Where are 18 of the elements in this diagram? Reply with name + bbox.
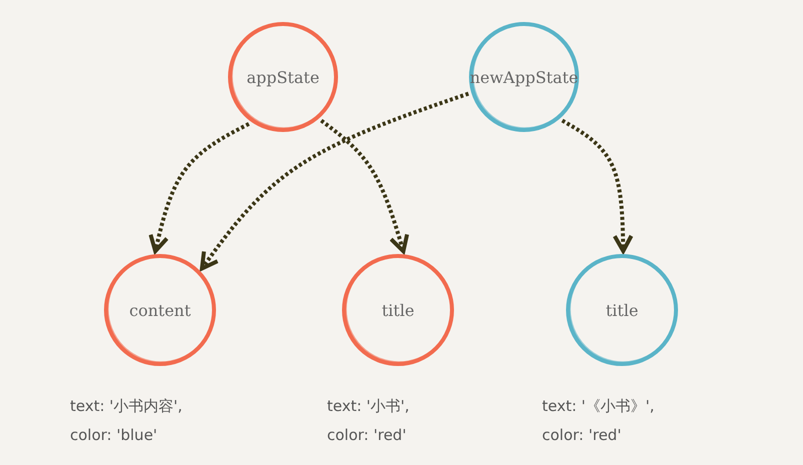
node-label: content [129,300,191,320]
node-label: title [606,300,638,320]
state-circle [228,22,338,132]
property-text: color: 'red' [542,425,622,446]
arrow [320,118,410,254]
property-text: color: 'red' [327,425,408,446]
state-circle [104,254,216,366]
property-text: text: '小书内容', [70,396,182,417]
node-label: appState [246,68,320,86]
state-circle [566,254,678,366]
state-circle [342,254,454,366]
arrow [200,92,470,270]
property-text: text: '小书', [327,396,410,417]
arrow [561,118,634,254]
arrow [148,122,250,254]
property-text: color: 'blue' [70,425,158,446]
node-label: title [382,300,414,320]
property-text: text: '《小书》', [542,396,654,417]
